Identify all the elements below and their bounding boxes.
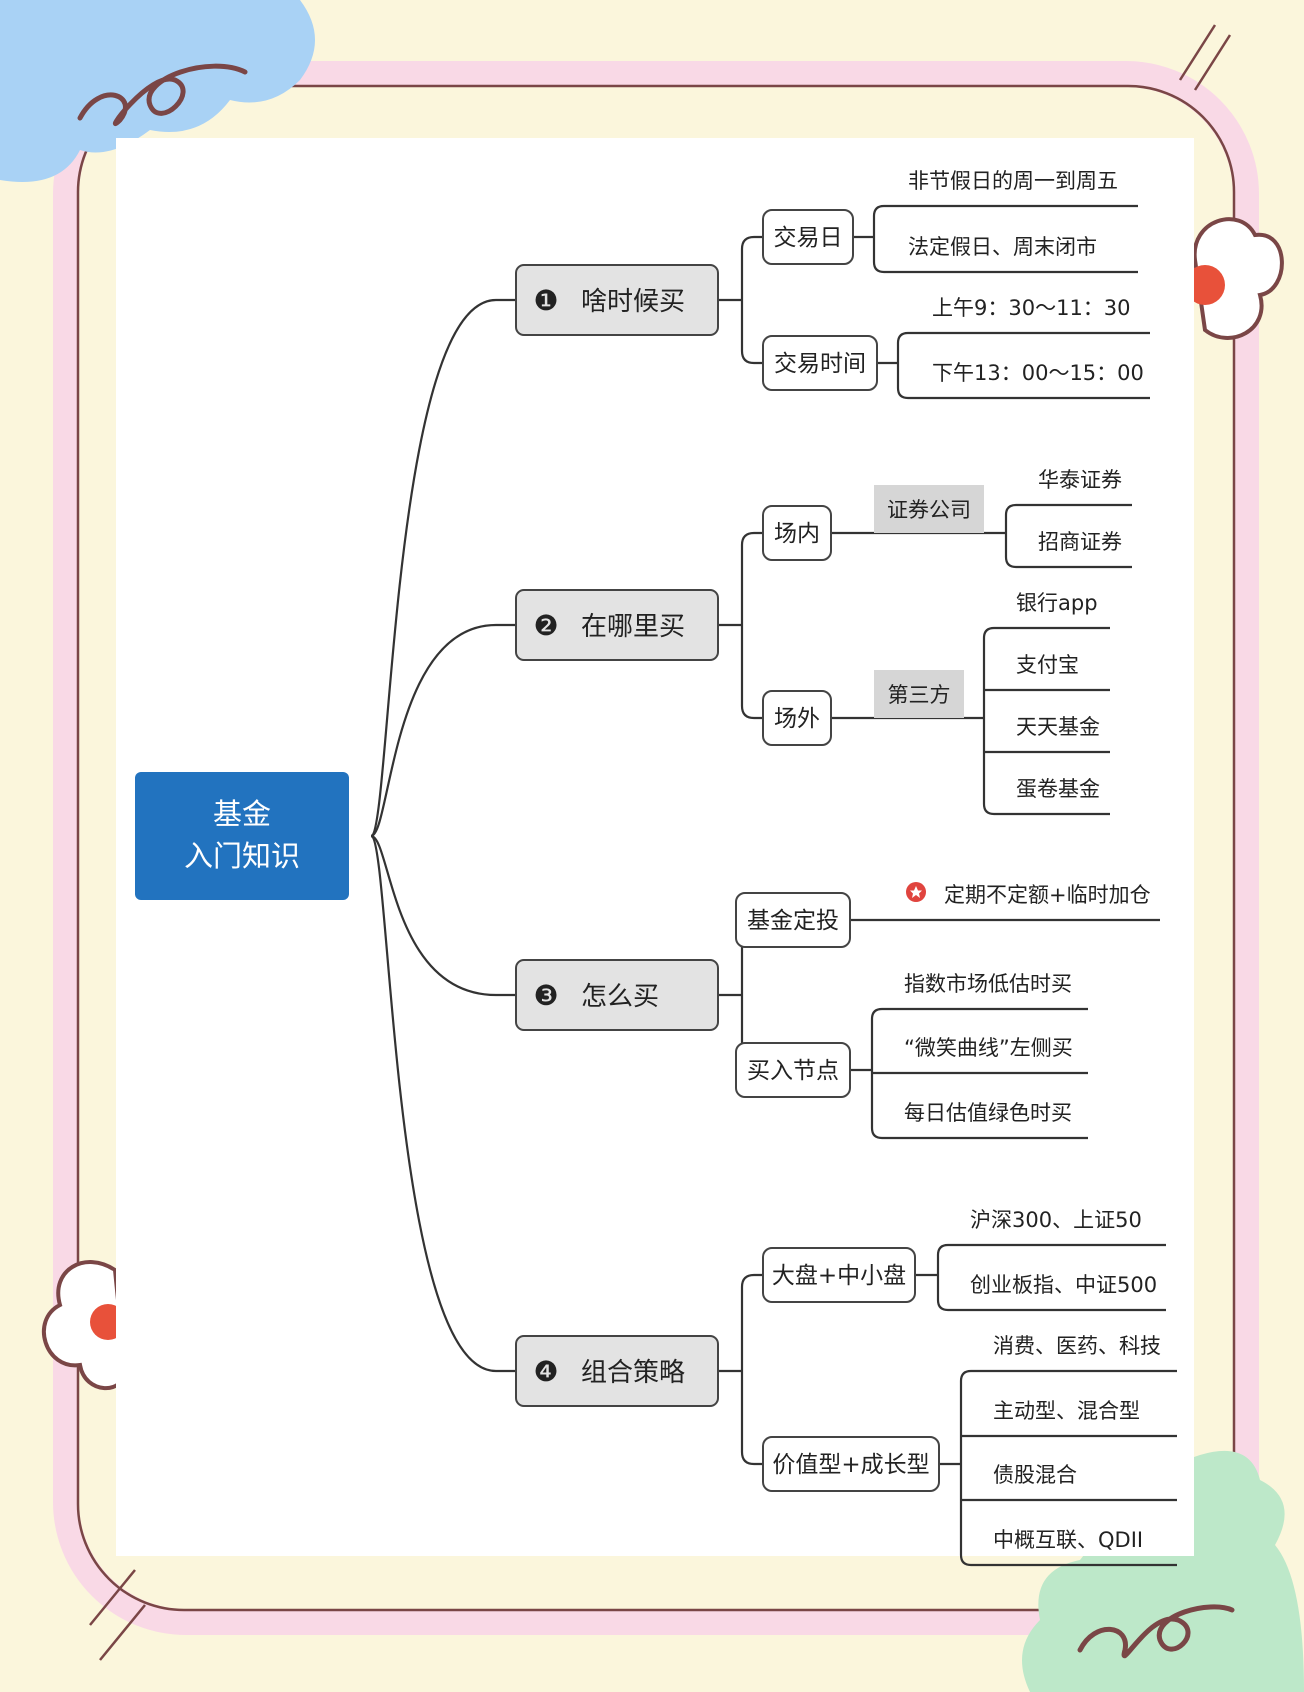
leaf-label: 沪深300、上证50: [970, 1208, 1142, 1232]
child-connector: [740, 705, 763, 720]
leaf-label: 蛋卷基金: [1016, 777, 1100, 801]
leaf-label: 中概互联、QDII: [993, 1528, 1143, 1552]
child-node: [762, 690, 832, 746]
child-connector: [740, 235, 763, 250]
branch-number-icon: ❹: [533, 1355, 558, 1388]
leaf-underline: [959, 1369, 1177, 1382]
child-label: 基金定投: [747, 908, 839, 934]
child-connector: [740, 350, 763, 365]
leaf-underline: [936, 1243, 1166, 1256]
child-label: 大盘+中小盘: [772, 1263, 906, 1289]
leaf-label: 天天基金: [1016, 715, 1100, 739]
child-label: 场外: [774, 706, 820, 732]
leaf-underline: [872, 204, 1138, 217]
green-splash-shape: [1022, 1450, 1304, 1692]
branch-label: 怎么买: [581, 982, 659, 1012]
child-node: [762, 505, 832, 561]
leaf-underline: [936, 1299, 1166, 1312]
leaf-label: 银行app: [1016, 591, 1098, 615]
root-branch-connector: [369, 834, 516, 1373]
branch-node: [515, 959, 719, 1031]
branch-number-icon: ❸: [533, 979, 558, 1012]
child-node: [762, 335, 878, 391]
category-tag: [874, 485, 984, 533]
root-title-line1: 基金: [213, 797, 271, 831]
leaf-label: 下午13：00～15：00: [932, 361, 1144, 385]
child-node: [735, 1042, 851, 1098]
branch-number-icon: ❶: [533, 284, 558, 317]
flower-doodle-right: [1185, 217, 1284, 340]
leaf-label: 主动型、混合型: [993, 1399, 1140, 1423]
child-label: 价值型+成长型: [772, 1452, 929, 1478]
branch-label: 组合策略: [581, 1358, 685, 1388]
child-node: [762, 1247, 916, 1303]
child-connector: [740, 1451, 763, 1466]
leaf-label: 法定假日、周末闭市: [908, 235, 1097, 259]
star-icon-glyph: [910, 886, 922, 898]
leaf-label: 指数市场低估时买: [904, 972, 1072, 996]
leaf-label: 消费、医药、科技: [993, 1334, 1161, 1358]
leaf-label: “微笑曲线”左侧买: [904, 1036, 1073, 1060]
root-branch-connector: [370, 623, 516, 838]
branch-label: 在哪里买: [581, 612, 685, 642]
branch-label: 啥时候买: [581, 287, 685, 317]
leaf-underline: [982, 803, 1110, 816]
category-tag: [874, 670, 964, 718]
swirl-doodle: [1077, 1604, 1235, 1659]
category-label: 第三方: [888, 683, 951, 707]
leaf-label: 定期不定额+临时加仓: [944, 883, 1151, 907]
leaf-label: 招商证券: [1038, 530, 1122, 554]
child-connector: [740, 1273, 763, 1288]
leaf-label: 每日估值绿色时买: [904, 1101, 1072, 1125]
leaf-underline: [896, 331, 1150, 344]
branch-node: [515, 1335, 719, 1407]
child-node: [762, 209, 854, 265]
leaf-underline: [1004, 503, 1132, 516]
leaf-label: 上午9：30～11：30: [932, 296, 1131, 320]
dash-doodle: [89, 1569, 146, 1661]
child-node: [735, 892, 851, 948]
leaf-label: 华泰证券: [1038, 468, 1122, 492]
leaf-label: 支付宝: [1016, 653, 1079, 677]
dash-doodle: [1178, 24, 1232, 91]
root-branch-connector: [370, 834, 516, 997]
branch-number-icon: ❷: [533, 609, 558, 642]
leaf-label: 非节假日的周一到周五: [908, 169, 1118, 193]
blue-splash-shape: [0, 0, 315, 182]
leaf-underline: [1004, 556, 1132, 569]
child-label: 交易日: [774, 225, 843, 251]
leaf-underline: [870, 1127, 1088, 1140]
leaf-underline: [870, 1007, 1088, 1020]
root-node: [135, 772, 349, 900]
child-label: 场内: [774, 521, 820, 547]
leaf-underline: [896, 387, 1150, 400]
leaf-underline: [982, 626, 1110, 639]
root-branch-connector: [369, 298, 516, 838]
root-title-line2: 入门知识: [184, 839, 300, 873]
child-node: [762, 1436, 940, 1492]
leaf-label: 创业板指、中证500: [970, 1273, 1157, 1297]
leaf-underline: [959, 1554, 1177, 1567]
child-label: 交易时间: [774, 351, 866, 377]
leaf-underline: [872, 261, 1138, 274]
leaf-label: 债股混合: [993, 1463, 1077, 1487]
connector-lines: [369, 204, 1177, 1567]
swirl-doodle: [77, 63, 248, 126]
branch-node: [515, 589, 719, 661]
child-connector: [740, 531, 763, 546]
branch-node: [515, 264, 719, 336]
child-label: 买入节点: [747, 1058, 839, 1084]
category-label: 证券公司: [887, 498, 971, 522]
